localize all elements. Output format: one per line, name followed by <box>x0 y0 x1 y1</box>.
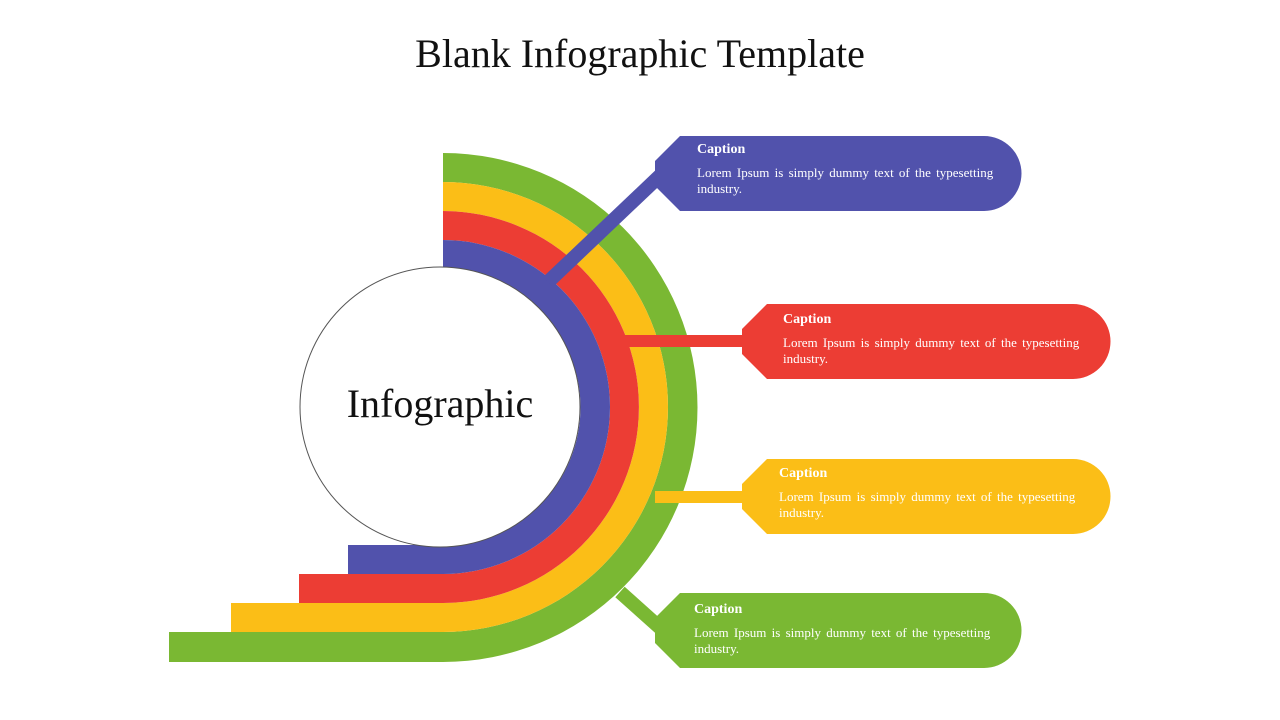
caption-shape-blue <box>655 136 1022 211</box>
caption-block-1: Caption Lorem Ipsum is simply dummy text… <box>697 142 997 197</box>
caption-body: Lorem Ipsum is simply dummy text of the … <box>779 489 1076 520</box>
caption-block-4: Caption Lorem Ipsum is simply dummy text… <box>694 602 994 657</box>
caption-body: Lorem Ipsum is simply dummy text of the … <box>697 165 994 196</box>
page-title: Blank Infographic Template <box>415 31 865 76</box>
caption-title: Caption <box>697 142 746 157</box>
caption-shape-green <box>655 593 1022 668</box>
caption-block-2: Caption Lorem Ipsum is simply dummy text… <box>783 312 1083 367</box>
center-circle <box>299 266 581 548</box>
caption-shape-yellow <box>742 459 1111 534</box>
caption-shape-red <box>742 304 1111 379</box>
caption-body: Lorem Ipsum is simply dummy text of the … <box>783 335 1080 366</box>
caption-block-3: Caption Lorem Ipsum is simply dummy text… <box>779 466 1079 521</box>
caption-title: Caption <box>783 312 832 327</box>
caption-title: Caption <box>694 602 743 617</box>
center-label: Infographic <box>346 381 534 426</box>
caption-body: Lorem Ipsum is simply dummy text of the … <box>694 625 991 656</box>
caption-title: Caption <box>779 466 828 481</box>
blue-connector-line <box>543 162 673 288</box>
